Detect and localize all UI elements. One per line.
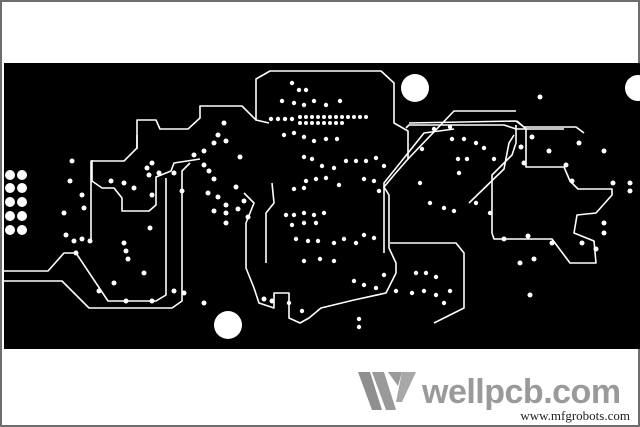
watermark-url: www.mfgrobots.com xyxy=(520,408,630,423)
wellpcb-logo-icon xyxy=(358,372,416,410)
watermark-brand: wellpcb.com xyxy=(422,373,621,411)
pcb-board xyxy=(4,63,640,349)
vias xyxy=(61,80,633,330)
watermark: wellpcb.com xyxy=(358,372,621,412)
pcb-traces xyxy=(4,70,640,339)
